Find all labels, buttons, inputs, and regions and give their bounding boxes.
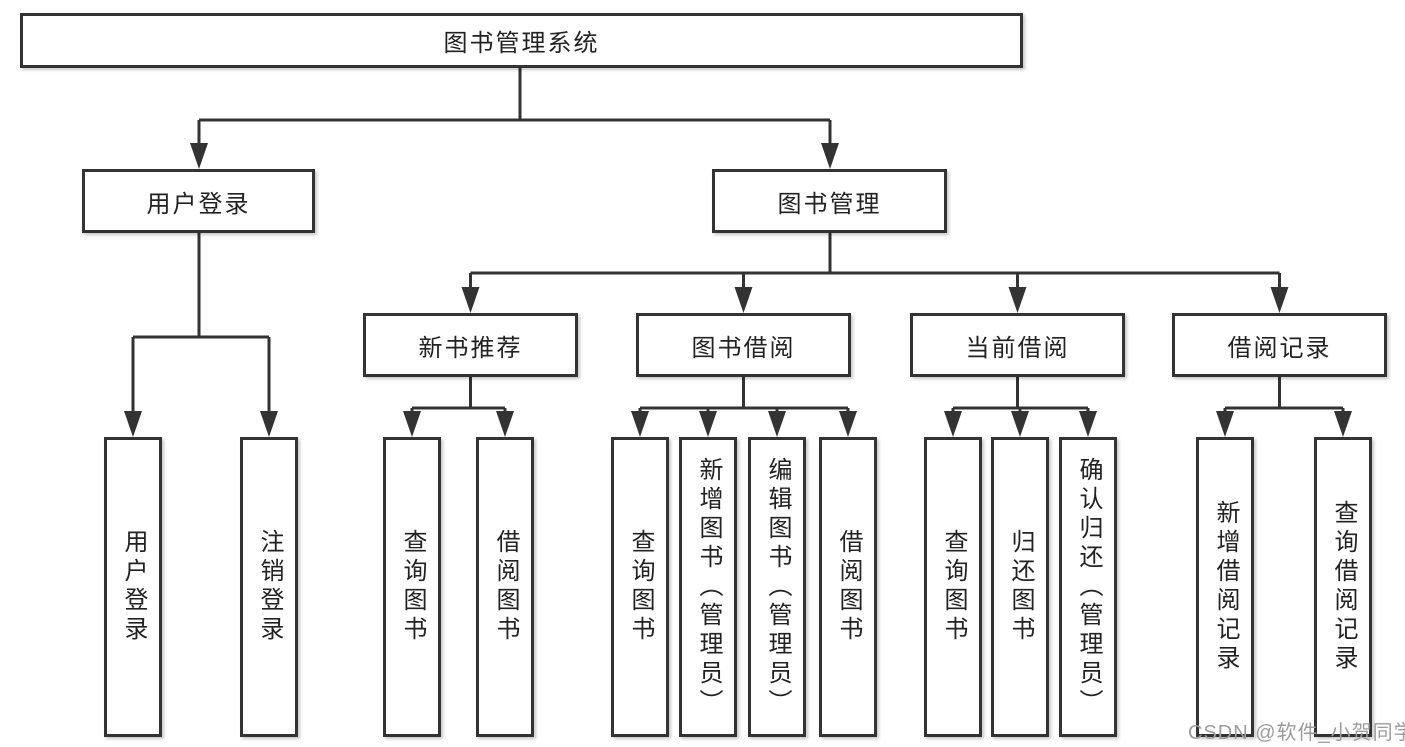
leaf-recommend-borrow-books: 借阅图书 [476,437,534,737]
leaf-current-confirm-return-admin: 确认归还（管理员） [1059,437,1117,737]
leaf-borrow-edit-books-admin: 编辑图书（管理员） [748,437,806,737]
leaf-user-login: 用户登录 [104,437,162,737]
node-current-borrow: 当前借阅 [910,313,1125,377]
leaf-records-add-record: 新增借阅记录 [1196,437,1254,737]
node-borrow-records: 借阅记录 [1172,313,1387,377]
leaf-borrow-query-books: 查询图书 [611,437,669,737]
leaf-recommend-query-books: 查询图书 [383,437,441,737]
leaf-borrow-add-books-admin: 新增图书（管理员） [679,437,737,737]
leaf-current-return-books: 归还图书 [991,437,1049,737]
node-book-borrow: 图书借阅 [636,313,851,377]
connector-book-mgmt-to-level3 [469,233,1281,291]
node-book-management: 图书管理 [712,169,947,233]
node-new-book-recommend: 新书推荐 [363,313,578,377]
connector-new-book-to-leaves [410,377,507,413]
connector-book-borrow-to-leaves [638,377,850,413]
leaf-current-query-books: 查询图书 [924,437,982,737]
connector-current-borrow-to-leaves [951,377,1090,413]
watermark: CSDN @软件_小贺同学 [1188,722,1405,744]
node-root: 图书管理系统 [20,13,1023,68]
connector-user-login-to-leaves [131,233,271,413]
connector-records-to-leaves [1223,377,1345,413]
leaf-logout: 注销登录 [240,437,298,737]
connector-root-to-level2 [197,68,832,147]
leaf-borrow-borrow-books: 借阅图书 [819,437,877,737]
node-user-login: 用户登录 [82,169,315,233]
leaf-records-query-record: 查询借阅记录 [1314,437,1372,737]
